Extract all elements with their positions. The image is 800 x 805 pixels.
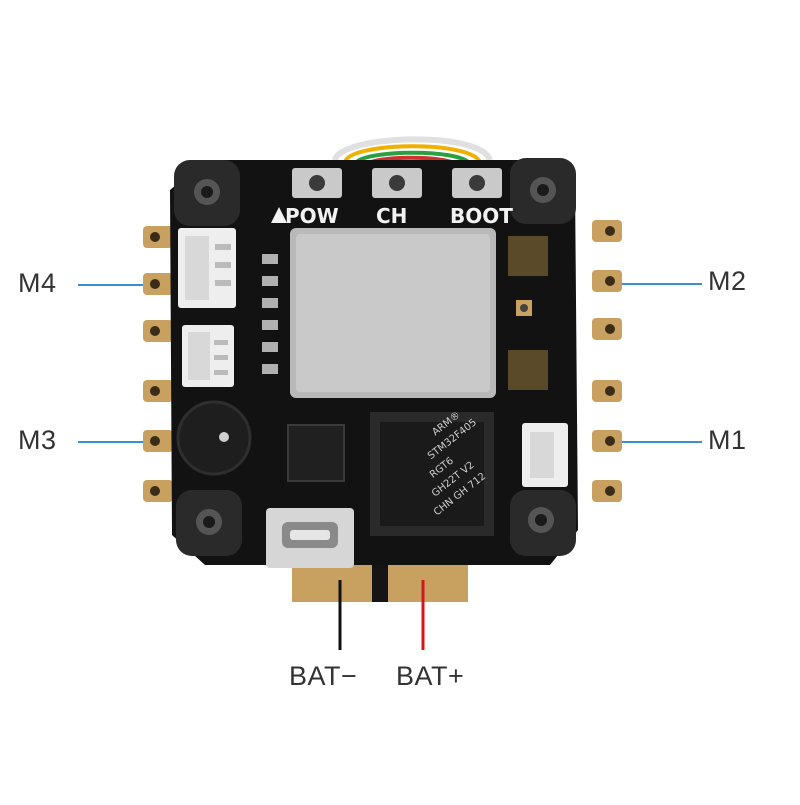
triangle-marker-icon xyxy=(271,207,287,223)
corner-grommet-top-right xyxy=(510,158,576,224)
corner-grommet-bottom-right xyxy=(510,490,576,556)
silkscreen-boot: BOOT xyxy=(450,204,513,228)
label-m2: M2 xyxy=(708,266,747,296)
silkscreen-pow: POW xyxy=(285,204,339,228)
label-m3: M3 xyxy=(18,425,57,455)
left-motor-pads xyxy=(143,226,173,502)
passive-components-right xyxy=(508,236,548,390)
passive-components-left xyxy=(262,254,278,374)
label-bat-plus: BAT+ xyxy=(396,661,465,691)
corner-grommet-top-left xyxy=(174,160,240,226)
gyro-chip xyxy=(287,424,345,482)
rf-shield-module xyxy=(290,228,496,398)
jst-connector-mid-left xyxy=(182,325,234,387)
jst-connector-right xyxy=(522,423,568,487)
label-bat-minus: BAT− xyxy=(289,661,358,691)
button-pow xyxy=(292,168,342,198)
corner-grommet-bottom-left xyxy=(176,490,242,556)
button-ch xyxy=(372,168,422,198)
button-boot xyxy=(452,168,502,198)
silkscreen-ch: CH xyxy=(376,204,407,228)
buzzer xyxy=(176,400,252,476)
label-m4: M4 xyxy=(18,268,57,298)
mcu-chip xyxy=(370,412,494,536)
right-motor-pads xyxy=(592,220,622,502)
label-m1: M1 xyxy=(708,425,747,455)
usb-port xyxy=(266,508,354,568)
jst-connector-top-left xyxy=(178,228,236,308)
